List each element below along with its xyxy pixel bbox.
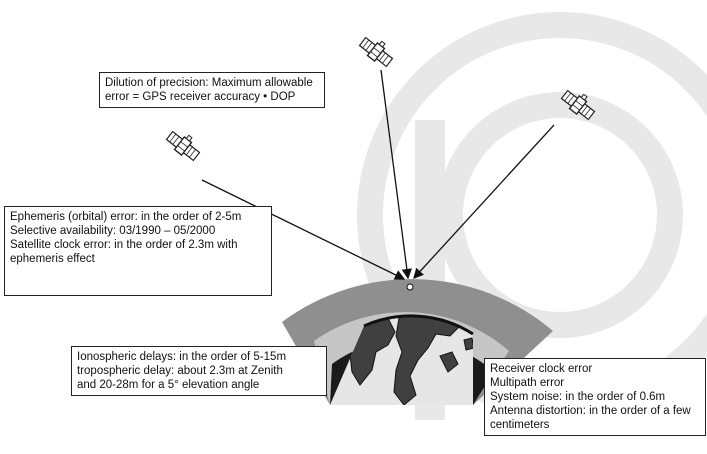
signal-path-right [413, 124, 555, 279]
dop-note-line: Dilution of precision: Maximum allowable [105, 77, 313, 89]
dop-note-line: error = GPS receiver accuracy • DOP [105, 91, 296, 103]
receiver-point [406, 283, 414, 291]
receiver-error-note: Receiver clock error Multipath error Sys… [484, 358, 706, 436]
ephemeris-note-line: Ephemeris (orbital) error: in the order … [10, 211, 242, 223]
receiver-error-note-line: Receiver clock error [490, 363, 593, 375]
satellite-icon [356, 31, 398, 70]
receiver-error-note-line: Antenna distortion: in the order of a fe… [490, 405, 691, 431]
ephemeris-note-line: Selective availability: 03/1990 – 05/200… [10, 225, 216, 237]
ephemeris-note: Ephemeris (orbital) error: in the order … [4, 206, 272, 296]
earth-outline [363, 314, 474, 336]
atmospheric-delay-note-line: Ionospheric delays: in the order of 5-15… [77, 351, 287, 363]
atmospheric-delay-note-line: tropospheric delay: about 2.3m at Zenith [77, 365, 283, 377]
ephemeris-note-line: Satellite clock error: in the order of 2… [10, 239, 238, 265]
receiver-error-note-line: Multipath error [490, 377, 565, 389]
signal-path-left [201, 179, 406, 280]
landmass-islands [439, 337, 473, 373]
dop-note: Dilution of precision: Maximum allowable… [99, 72, 325, 108]
satellite-icon [163, 125, 205, 164]
receiver-error-note-line: System noise: in the order of 0.6m [490, 391, 666, 403]
atmospheric-delay-note: Ionospheric delays: in the order of 5-15… [71, 346, 327, 396]
signal-path-top [380, 69, 412, 280]
atmospheric-delay-note-line: and 20-28m for a 5° elevation angle [77, 379, 260, 391]
